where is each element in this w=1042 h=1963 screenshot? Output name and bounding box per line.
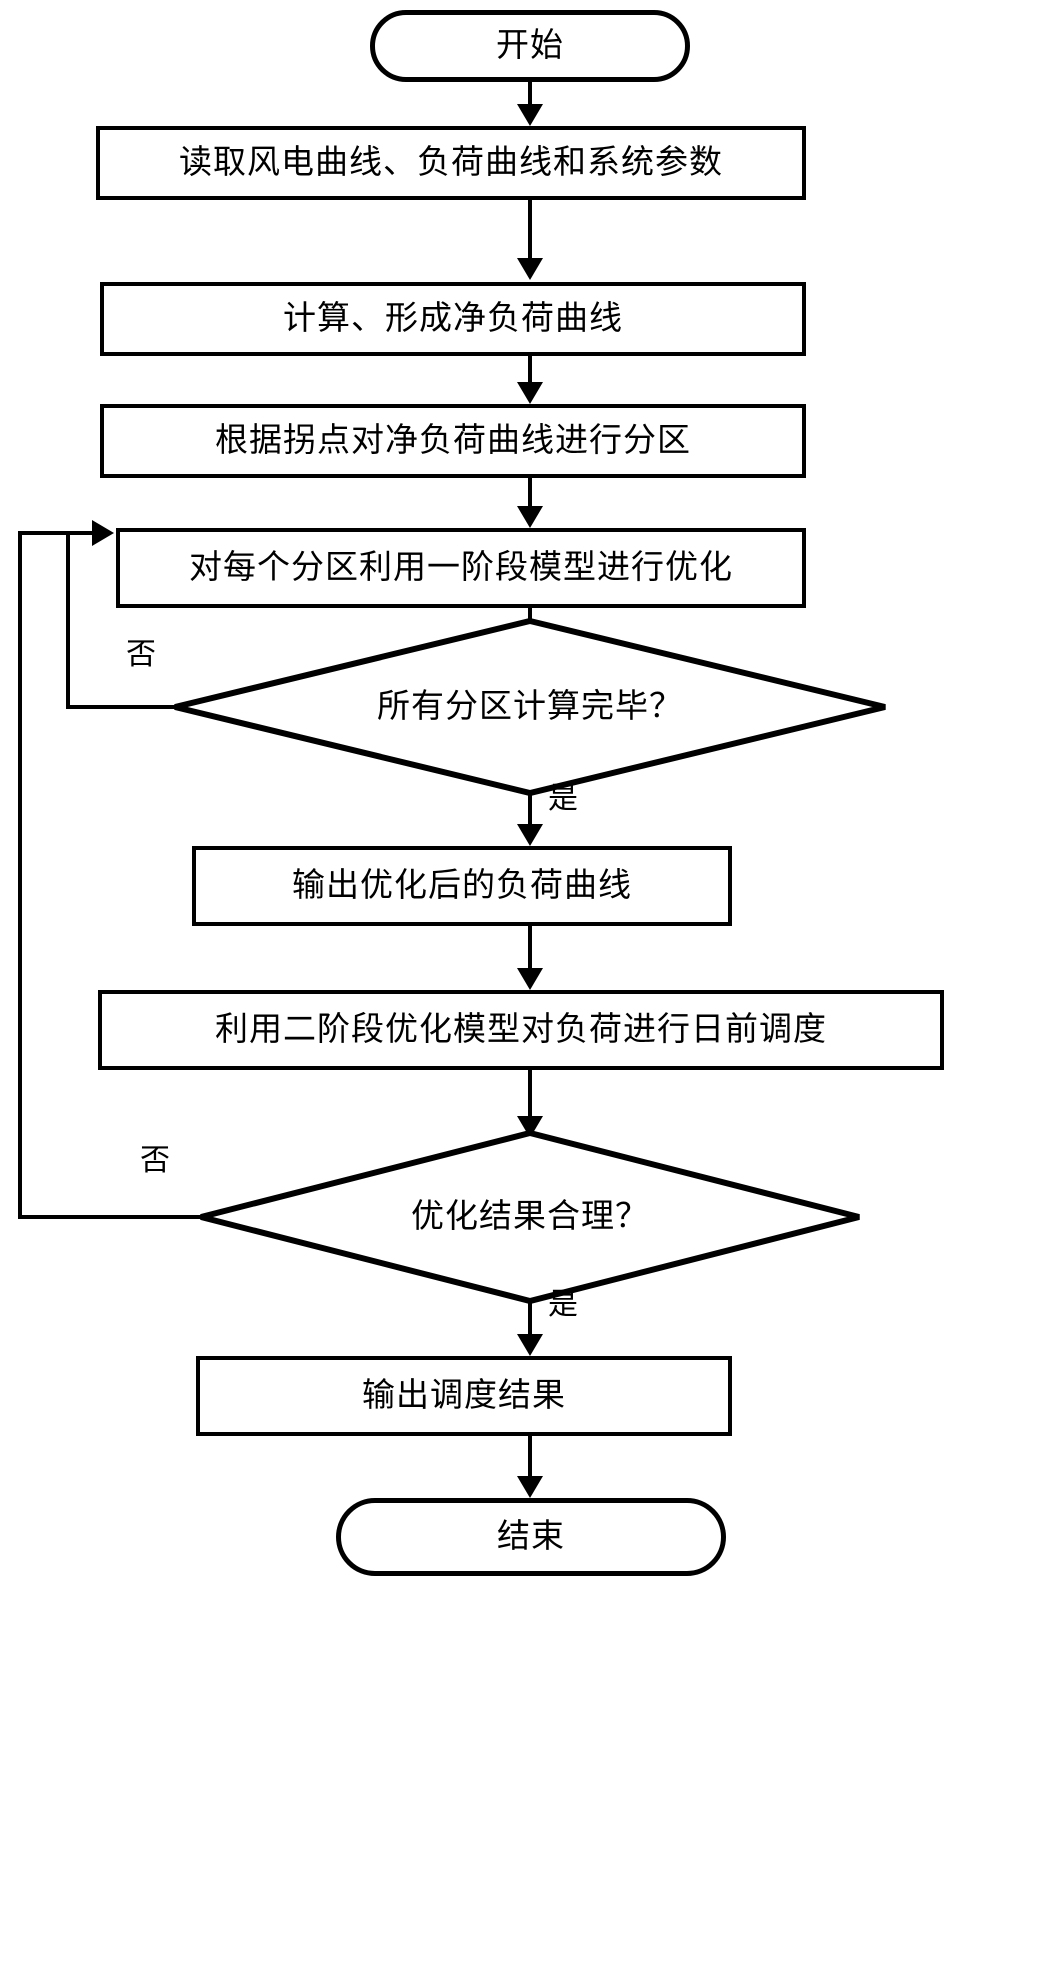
node-stage2-day-ahead: 利用二阶段优化模型对负荷进行日前调度 [98,990,944,1070]
node-end-label: 结束 [497,1518,565,1555]
connector-netload-partition [528,356,532,386]
decision-diamond-shape-2 [200,1129,860,1305]
connector-partition-stage1 [528,478,532,510]
connector-check2-no-vertical [18,531,22,1219]
node-end: 结束 [336,1498,726,1576]
node-check-result-reasonable: 优化结果合理？ [196,1128,864,1306]
connector-check2-no-horizontal [18,1215,204,1219]
edge-label-check2-no: 否 [140,1144,170,1177]
node-form-net-load-curve-label: 计算、形成净负荷曲线 [283,300,623,337]
node-partition-by-inflection-label: 根据拐点对净负荷曲线进行分区 [215,422,691,459]
arrow-start-read [517,104,543,126]
arrow-output1-stage2 [517,968,543,990]
connector-output1-stage2 [528,926,532,972]
node-start-label: 开始 [496,27,564,64]
arrow-check2-yes [517,1334,543,1356]
node-stage1-optimize-label: 对每个分区利用一阶段模型进行优化 [189,549,733,586]
connector-check2-yes [528,1302,532,1340]
node-check-result-reasonable-label: 优化结果合理？ [411,1198,649,1235]
connector-check1-no-horizontal [66,705,176,709]
node-check-all-partitions: 所有分区计算完毕？ [170,616,890,798]
connector-start-read [528,82,532,108]
node-read-inputs-label: 读取风电曲线、负荷曲线和系统参数 [179,144,723,181]
arrow-partition-stage1 [517,506,543,528]
arrow-read-netload [517,258,543,280]
node-form-net-load-curve: 计算、形成净负荷曲线 [100,282,806,356]
arrow-check1-yes [517,824,543,846]
arrow-check1-no [92,520,114,546]
connector-check2-no-into-stage1 [18,531,92,535]
arrow-output2-end [517,1476,543,1498]
arrow-netload-partition [517,382,543,404]
edge-label-check1-no: 否 [126,638,156,671]
edge-label-check1-yes: 是 [548,782,578,815]
connector-read-netload [528,200,532,262]
node-output-dispatch-result: 输出调度结果 [196,1356,732,1436]
connector-check1-no-vertical [66,531,70,707]
node-stage1-optimize: 对每个分区利用一阶段模型进行优化 [116,528,806,608]
connector-output2-end [528,1436,532,1480]
connector-stage2-check2 [528,1070,532,1120]
node-output-optimized-curve: 输出优化后的负荷曲线 [192,846,732,926]
connector-check1-yes [528,793,532,829]
node-start: 开始 [370,10,690,82]
node-stage2-day-ahead-label: 利用二阶段优化模型对负荷进行日前调度 [215,1011,827,1048]
node-output-optimized-curve-label: 输出优化后的负荷曲线 [292,867,632,904]
edge-label-check2-yes: 是 [548,1288,578,1321]
node-check-all-partitions-label: 所有分区计算完毕？ [377,688,683,725]
node-partition-by-inflection: 根据拐点对净负荷曲线进行分区 [100,404,806,478]
node-read-inputs: 读取风电曲线、负荷曲线和系统参数 [96,126,806,200]
node-output-dispatch-result-label: 输出调度结果 [362,1377,566,1414]
